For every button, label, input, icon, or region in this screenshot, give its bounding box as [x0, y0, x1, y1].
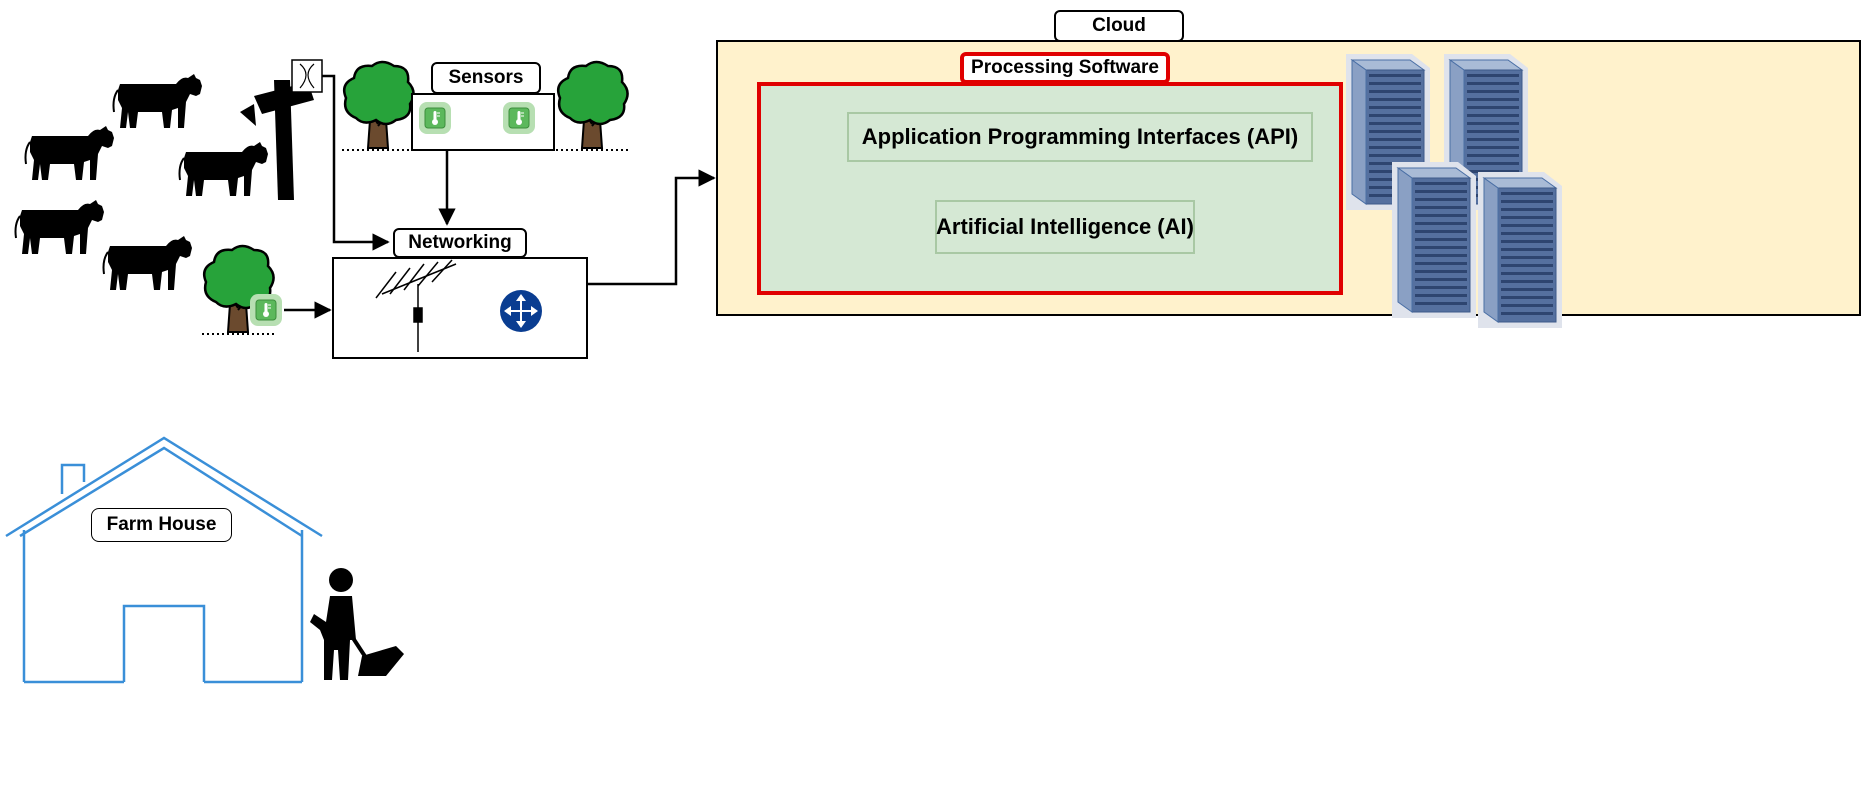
temperature-sensor-icon: [418, 101, 452, 135]
antenna-icon: [375, 259, 457, 352]
camera-to-networking-arrow: [322, 74, 390, 251]
house-icon: [5, 436, 323, 684]
networking-box: [332, 257, 588, 359]
cow-icon: [102, 235, 193, 291]
farmer-icon: [310, 568, 404, 680]
router-icon: [500, 290, 542, 332]
camera-icon: [240, 59, 323, 200]
cow-icon: [112, 73, 203, 129]
tree-icon: [340, 60, 416, 152]
cow-icon: [24, 125, 115, 181]
server-rack-icon: [1477, 171, 1563, 329]
sensors-label: Sensors: [431, 62, 541, 94]
cow-icon: [14, 199, 105, 255]
cloud-label: Cloud: [1054, 10, 1184, 42]
server-rack-icon: [1391, 161, 1477, 319]
cow-icon: [178, 141, 269, 197]
api-box: Application Programming Interfaces (API): [847, 112, 1313, 162]
ai-box: Artificial Intelligence (AI): [935, 200, 1195, 254]
processing-software-label: Processing Software: [960, 52, 1170, 84]
tree-icon: [554, 60, 630, 152]
farm-house-label: Farm House: [91, 508, 232, 542]
temperature-sensor-icon: [502, 101, 536, 135]
networking-label: Networking: [393, 228, 527, 258]
networking-to-cloud-arrow: [587, 169, 716, 286]
temperature-sensor-icon: [249, 293, 283, 327]
